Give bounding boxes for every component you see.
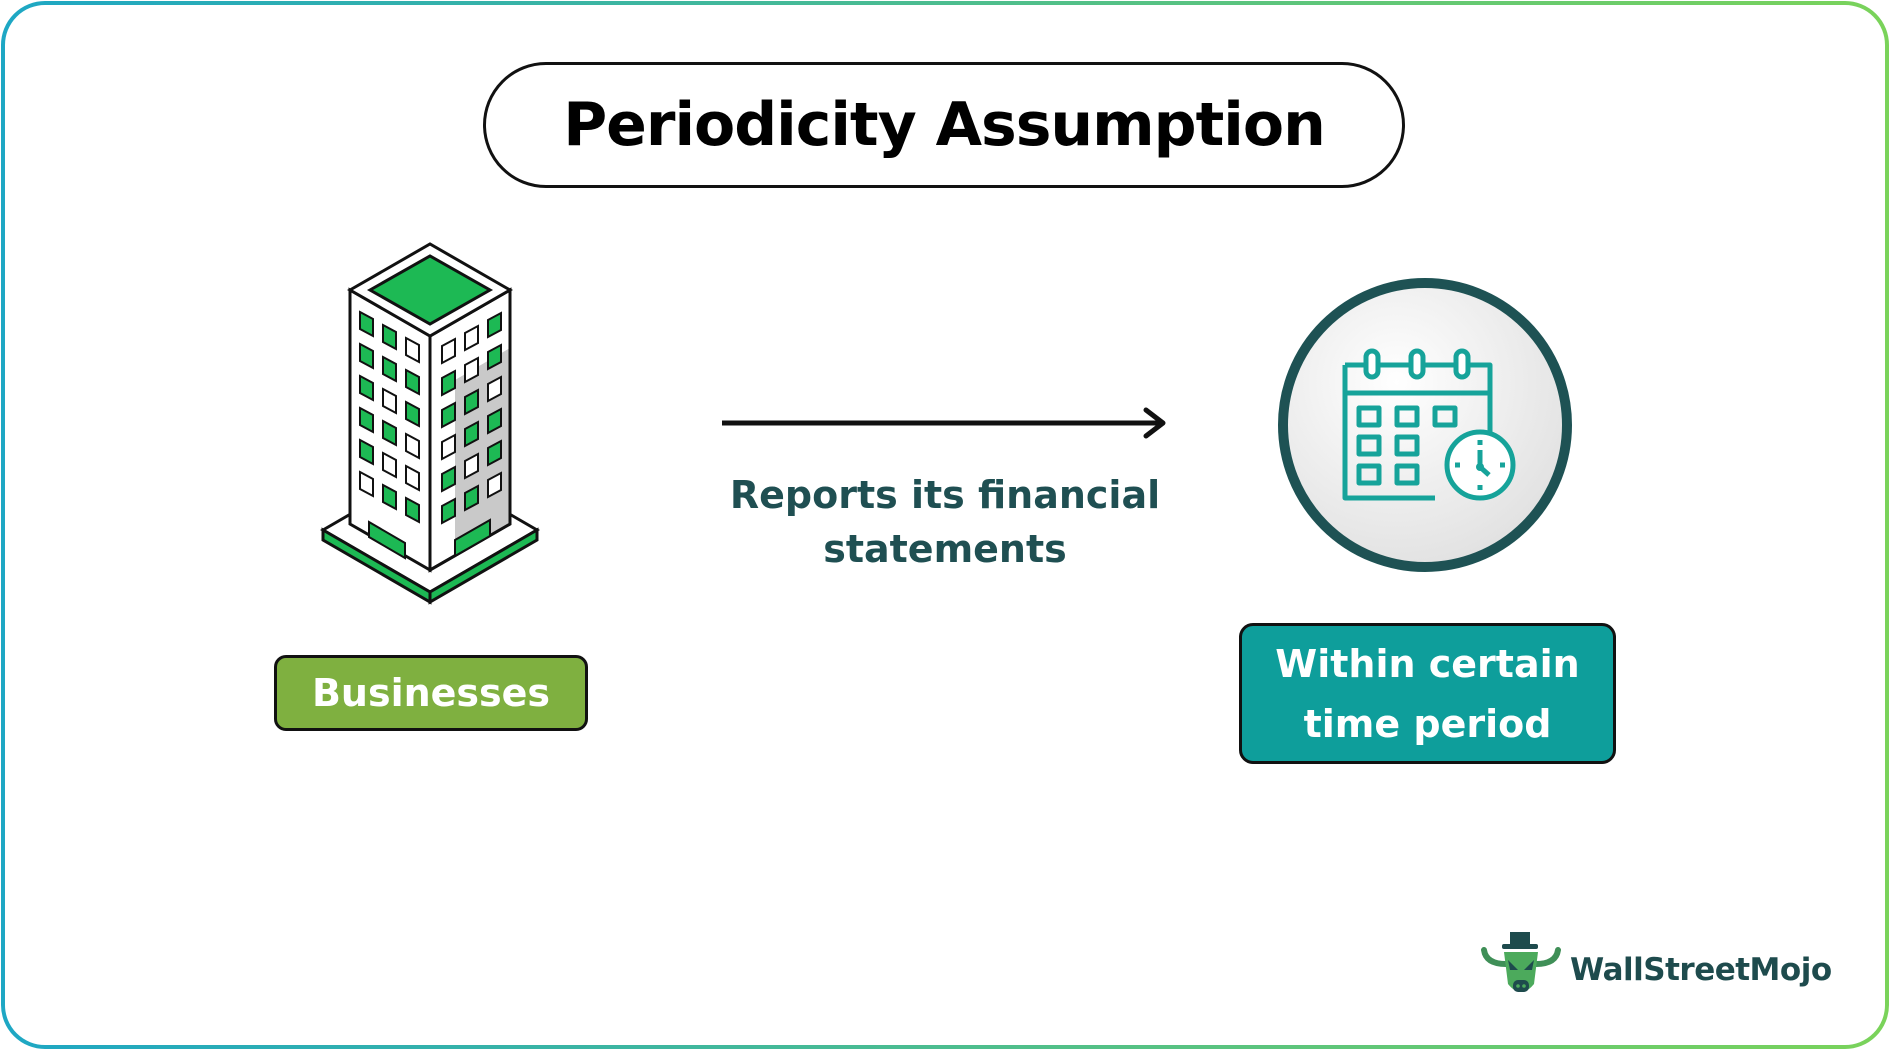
- right-arrow: [720, 405, 1170, 445]
- calendar-clock-icon: [1275, 275, 1575, 579]
- brand-logo: WallStreetMojo: [1480, 930, 1832, 1010]
- businesses-label: Businesses: [274, 655, 588, 731]
- arrow-caption: Reports its financial statements: [729, 473, 1161, 571]
- brand-name: WallStreetMojo: [1570, 952, 1832, 988]
- time-period-label: Within certain time period: [1239, 623, 1616, 764]
- office-building-icon: [315, 240, 545, 614]
- bull-mascot-icon: [1480, 930, 1562, 1010]
- title-pill: Periodicity Assumption: [483, 62, 1405, 188]
- page-title: Periodicity Assumption: [563, 90, 1326, 160]
